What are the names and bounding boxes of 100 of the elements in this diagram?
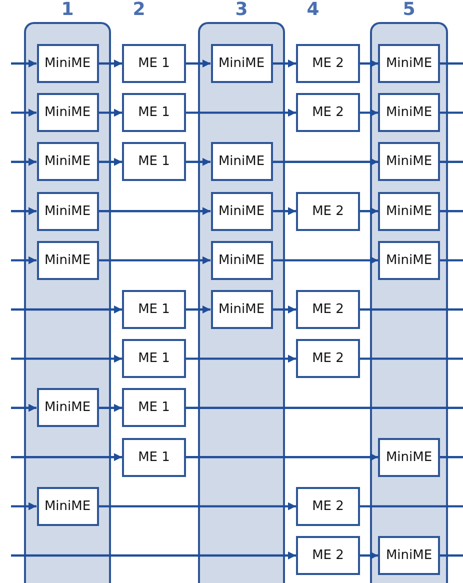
arrow	[98, 256, 210, 264]
process-box	[378, 192, 440, 231]
box-label: MiniME	[44, 56, 91, 71]
arrow	[186, 60, 210, 68]
arrow	[11, 404, 36, 412]
box-label: ME 2	[312, 351, 344, 366]
box-label: MiniME	[44, 154, 91, 170]
process-box	[210, 240, 272, 280]
arrow	[11, 60, 36, 68]
box-label: ME 2	[312, 498, 344, 514]
arrow	[186, 453, 378, 462]
arrow	[11, 354, 122, 363]
process-box	[122, 142, 186, 182]
arrow	[272, 306, 296, 314]
arrow	[360, 552, 378, 560]
box-label: ME 2	[312, 105, 344, 120]
box-label: MiniME	[386, 204, 432, 219]
process-box	[36, 44, 98, 83]
arrow	[272, 158, 378, 166]
process-box	[296, 192, 360, 231]
process-box	[210, 44, 272, 83]
arrow	[186, 158, 210, 166]
arrow	[11, 552, 296, 560]
arrow	[11, 502, 36, 510]
process-box	[378, 438, 440, 477]
process-box	[210, 290, 272, 329]
process-box	[378, 44, 440, 83]
process-box	[122, 93, 186, 132]
column-number: 2	[132, 0, 146, 22]
process-box	[122, 339, 186, 378]
box-label: MiniME	[44, 204, 91, 219]
box-label: MiniME	[218, 252, 265, 268]
process-box	[122, 438, 186, 477]
box-label: ME 1	[138, 105, 170, 120]
box-label: MiniME	[44, 498, 91, 514]
box-label: MiniME	[44, 252, 91, 268]
box-label: ME 1	[138, 450, 170, 465]
box-label: MiniME	[386, 105, 432, 120]
process-box	[378, 536, 440, 575]
box-label: MiniME	[386, 154, 432, 170]
process-box	[122, 290, 186, 329]
process-box	[296, 93, 360, 132]
process-box	[36, 142, 98, 182]
process-box	[36, 192, 98, 231]
process-box	[36, 486, 98, 526]
box-label: ME 1	[138, 302, 170, 317]
arrow	[98, 60, 122, 68]
box-label: MiniME	[386, 548, 432, 563]
arrow	[272, 207, 296, 216]
box-label: MiniME	[218, 154, 265, 170]
process-box	[296, 536, 360, 575]
process-box	[378, 93, 440, 132]
column-number: 1	[60, 0, 75, 22]
arrow	[11, 207, 36, 216]
column-number: 5	[402, 0, 416, 22]
column-number: 4	[306, 0, 320, 22]
arrow	[360, 207, 378, 216]
box-label: ME 1	[138, 400, 170, 416]
box-label: ME 1	[138, 351, 170, 366]
arrow	[98, 502, 296, 510]
box-label: ME 1	[138, 154, 170, 170]
process-box	[122, 388, 186, 428]
process-box	[378, 240, 440, 280]
box-label: MiniME	[218, 204, 265, 219]
process-box	[36, 93, 98, 132]
process-box	[296, 44, 360, 83]
arrow	[11, 306, 122, 314]
box-label: MiniME	[44, 400, 91, 416]
arrow	[98, 108, 122, 117]
process-box	[296, 486, 360, 526]
arrow	[11, 158, 36, 166]
arrow	[98, 158, 122, 166]
arrow	[272, 256, 378, 264]
process-box	[36, 388, 98, 428]
box-label: ME 2	[312, 302, 344, 317]
box-label: MiniME	[44, 105, 91, 120]
process-box	[296, 290, 360, 329]
process-box	[210, 192, 272, 231]
process-box	[210, 142, 272, 182]
box-label: MiniME	[386, 56, 432, 71]
arrow	[98, 404, 122, 412]
box-label: ME 2	[312, 56, 344, 71]
box-label: ME 1	[138, 56, 170, 71]
process-box	[378, 142, 440, 182]
column-number: 3	[234, 0, 249, 22]
arrow	[11, 108, 36, 117]
box-label: MiniME	[386, 252, 432, 268]
arrow	[360, 108, 378, 117]
box-label: MiniME	[218, 56, 265, 71]
process-box	[36, 240, 98, 280]
arrow	[11, 256, 36, 264]
arrow	[11, 453, 122, 462]
process-box	[122, 44, 186, 83]
box-label: MiniME	[386, 450, 432, 465]
arrow	[98, 207, 210, 216]
arrow	[272, 60, 296, 68]
process-box	[296, 339, 360, 378]
arrow	[360, 60, 378, 68]
arrow	[186, 306, 210, 314]
box-label: ME 2	[312, 204, 344, 219]
